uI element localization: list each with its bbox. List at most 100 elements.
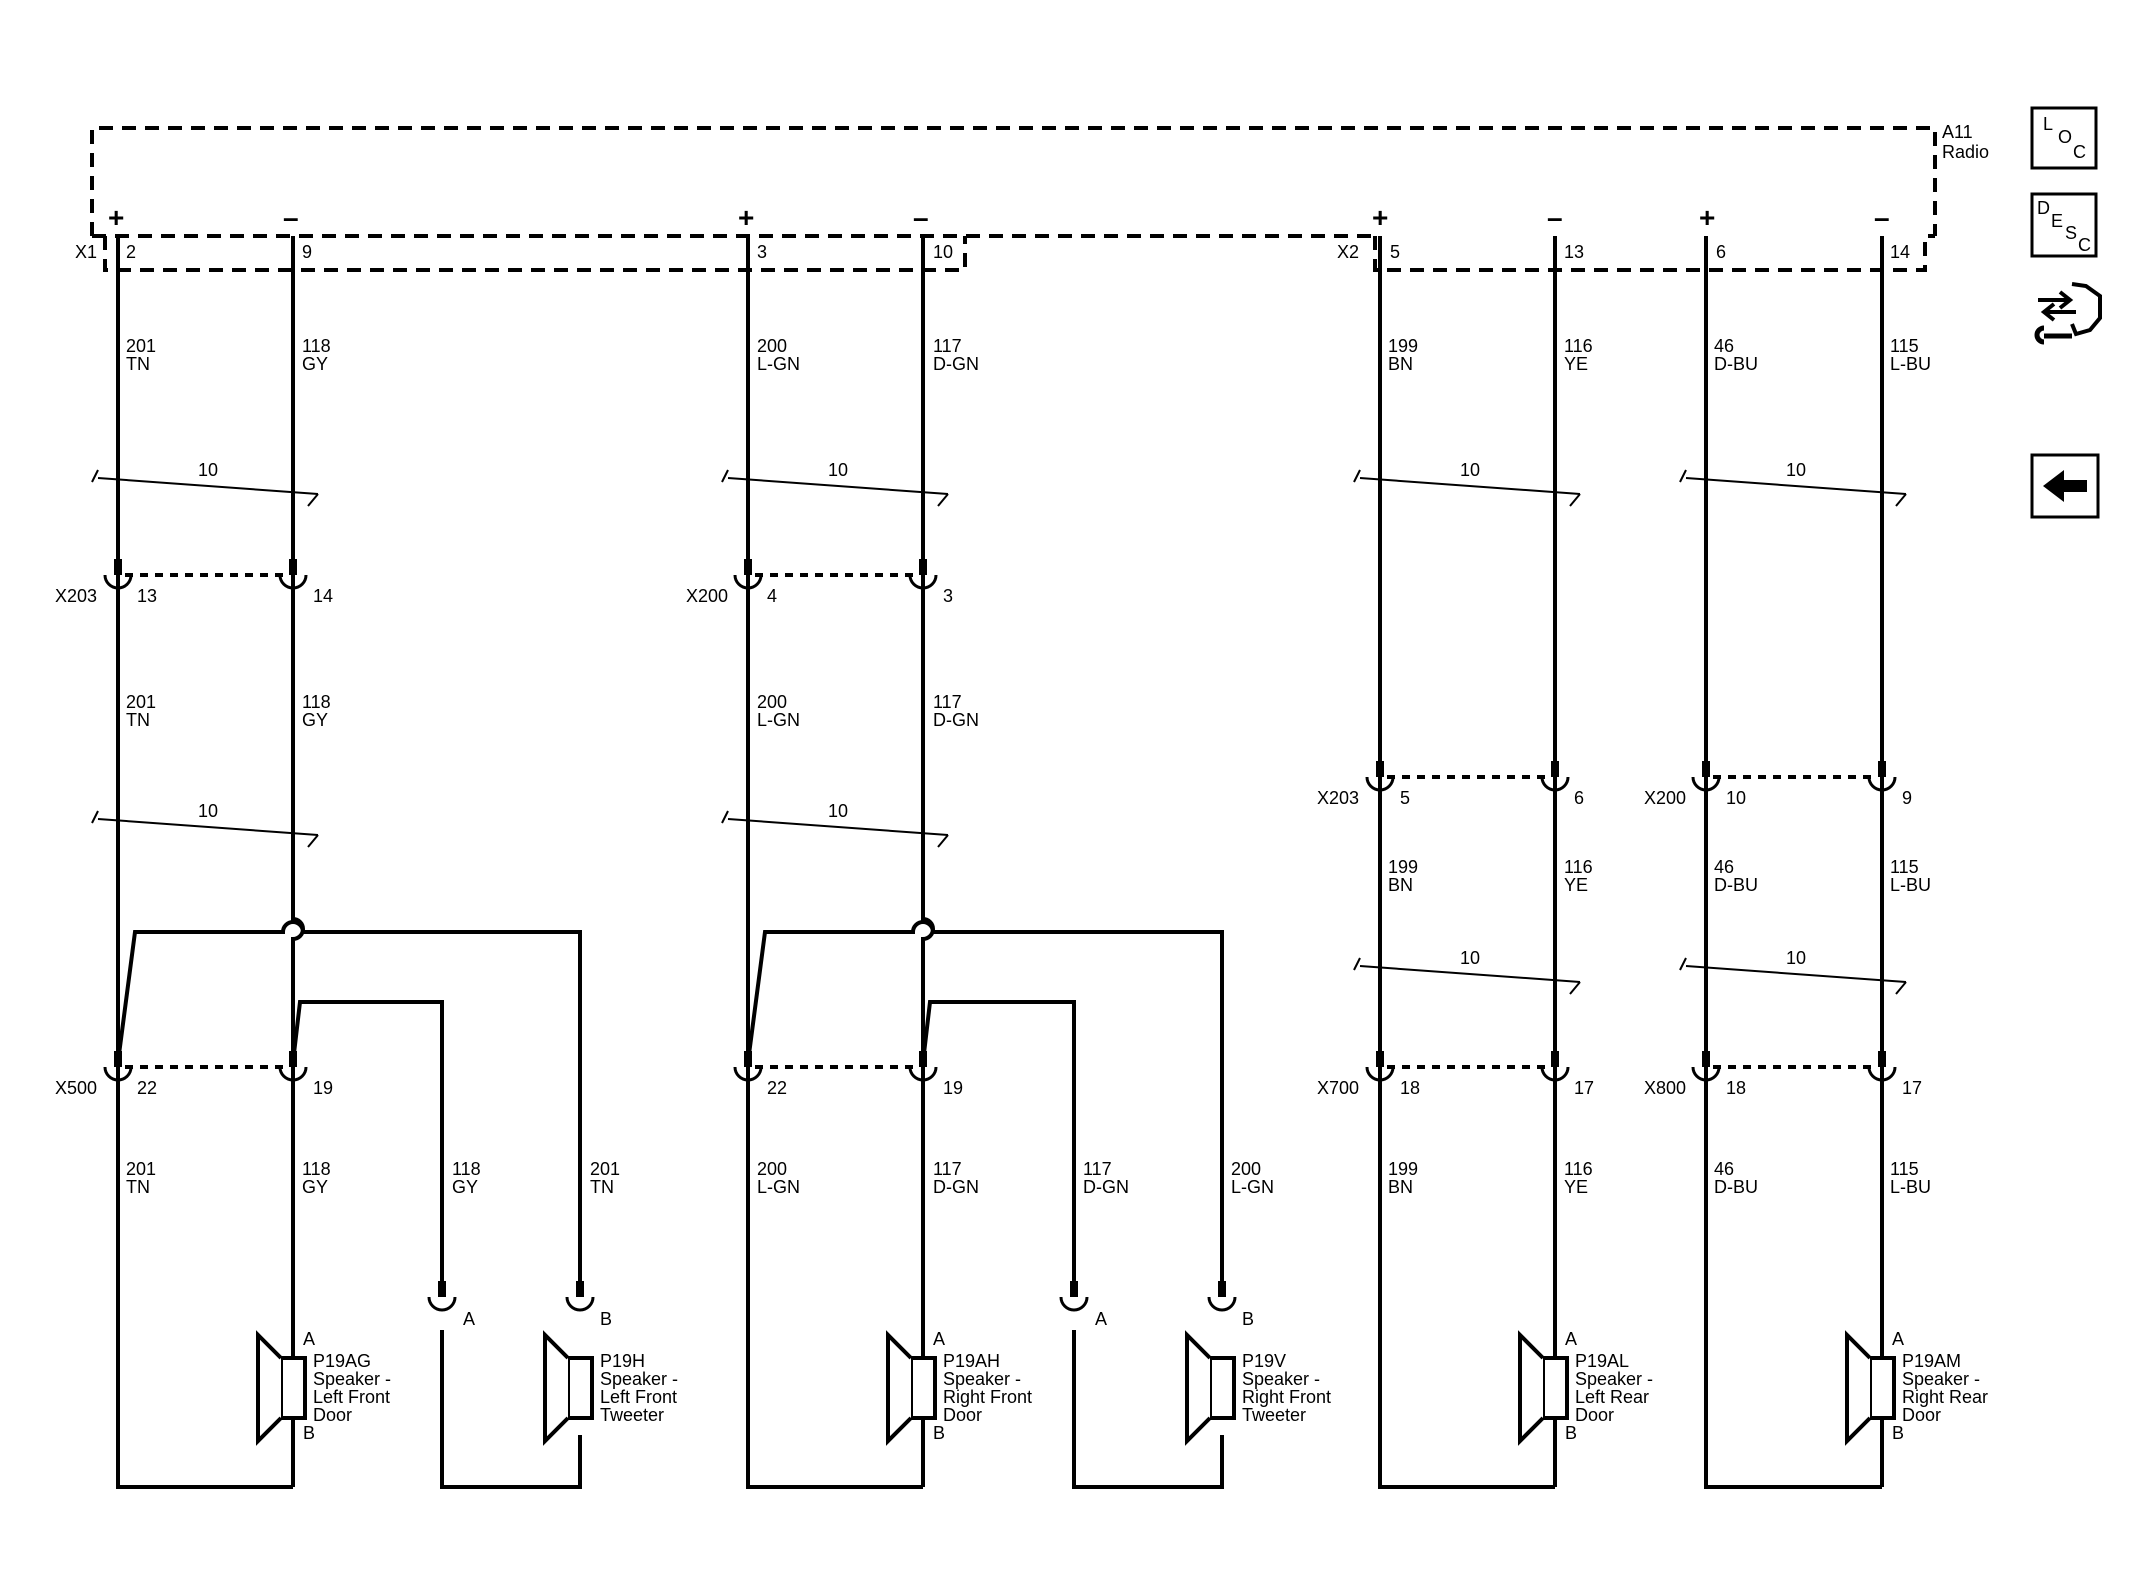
desc-button[interactable]: D E S C <box>2030 192 2098 258</box>
connector-terminal <box>427 1281 457 1312</box>
speaker-pin-b: B <box>1892 1423 1904 1443</box>
pin-label: 9 <box>302 242 312 262</box>
wire-color: D-GN <box>1083 1177 1129 1197</box>
speaker-id: P19V <box>1242 1351 1286 1371</box>
loc-letter-o: O <box>2058 127 2072 147</box>
wire-color: TN <box>126 354 150 374</box>
circuit-number: 201 <box>126 692 156 712</box>
speaker-desc: Door <box>313 1405 352 1425</box>
loc-letter-l: L <box>2043 114 2053 134</box>
speaker-id: P19AG <box>313 1351 371 1371</box>
pin-label: 18 <box>1726 1078 1746 1098</box>
speaker-desc: Left Rear <box>1575 1387 1649 1407</box>
wire-color: YE <box>1564 875 1588 895</box>
connector-x200: X200 <box>686 586 728 606</box>
speaker-pin-b: B <box>303 1423 315 1443</box>
circuit-number: 199 <box>1388 1159 1418 1179</box>
wire-117 <box>921 236 935 1487</box>
pin-label: 3 <box>943 586 953 606</box>
polarity-minus: – <box>1874 202 1890 233</box>
connector-terminal <box>1867 1051 1897 1082</box>
polarity-plus: + <box>738 202 754 233</box>
speaker-id: P19H <box>600 1351 645 1371</box>
twist-count: 10 <box>828 460 848 480</box>
connector-x203: X203 <box>55 586 97 606</box>
circuit-number: 115 <box>1890 857 1919 877</box>
desc-letter-e: E <box>2051 211 2063 231</box>
polarity-minus: – <box>283 202 299 233</box>
loc-button[interactable]: L O C <box>2030 106 2098 170</box>
connector-terminal <box>1540 1051 1570 1082</box>
wire-color: TN <box>590 1177 614 1197</box>
wire-color: D-GN <box>933 710 979 730</box>
connector-terminal <box>908 559 938 590</box>
wire-201 <box>116 236 293 1489</box>
radio-module: A11 Radio X1 X2 <box>75 122 1989 272</box>
circuit-number: 46 <box>1714 336 1734 356</box>
pin-label: 10 <box>933 242 953 262</box>
polarity-plus: + <box>1699 202 1715 233</box>
circuit-number: 118 <box>302 336 331 356</box>
connector-terminal <box>103 559 133 590</box>
speaker-desc: Speaker - <box>1575 1369 1653 1389</box>
wire-color: GY <box>302 354 328 374</box>
circuit-number: 116 <box>1564 336 1593 356</box>
pin-label: 3 <box>757 242 767 262</box>
speaker-pin-b: B <box>933 1423 945 1443</box>
twist-count: 10 <box>198 801 218 821</box>
wire-color: L-GN <box>757 710 800 730</box>
speaker-id: P19AL <box>1575 1351 1629 1371</box>
speaker-pin-b: B <box>1565 1423 1577 1443</box>
speaker-desc: Door <box>1902 1405 1941 1425</box>
circuit-number: 199 <box>1388 857 1418 877</box>
wire-46 <box>1704 236 1882 1489</box>
wire-199 <box>1378 236 1555 1489</box>
pin-label: 22 <box>137 1078 157 1098</box>
speaker-desc: Left Front <box>600 1387 677 1407</box>
wire-labels: 201 TN 118 GY 200 L-GN 117 D-GN 199 BN 1… <box>126 336 1931 1197</box>
wire-color: D-BU <box>1714 875 1758 895</box>
speaker-desc: Right Rear <box>1902 1387 1988 1407</box>
wire-color: D-BU <box>1714 354 1758 374</box>
connector-terminal <box>733 559 763 590</box>
pin-label: 22 <box>767 1078 787 1098</box>
wire-200 <box>746 236 923 1489</box>
wire-color: GY <box>302 710 328 730</box>
wire-color: TN <box>126 710 150 730</box>
polarity-plus: + <box>108 202 124 233</box>
speaker-icon <box>543 1330 594 1446</box>
connector-wrench-icon[interactable] <box>2034 282 2102 345</box>
connector-terminal <box>1365 761 1395 792</box>
twist-count: 10 <box>828 801 848 821</box>
pin-label: 19 <box>313 1078 333 1098</box>
pin-label: 5 <box>1400 788 1410 808</box>
speaker-desc: Tweeter <box>600 1405 664 1425</box>
speaker-desc: Speaker - <box>1242 1369 1320 1389</box>
speaker-id: P19AM <box>1902 1351 1961 1371</box>
connector-x500: X500 <box>55 1078 97 1098</box>
connector-terminal <box>1059 1281 1089 1312</box>
pin-label: 2 <box>126 242 136 262</box>
connector-symbols <box>103 559 1897 1312</box>
polarity-plus: + <box>1372 202 1388 233</box>
circuit-number: 201 <box>590 1159 620 1179</box>
polarity-minus: – <box>913 202 929 233</box>
desc-letter-s: S <box>2065 223 2077 243</box>
connector-x200: X200 <box>1644 788 1686 808</box>
connector-terminal <box>1207 1281 1237 1312</box>
speaker-desc: Right Front <box>943 1387 1032 1407</box>
wire-200-tweeter <box>746 920 1224 1297</box>
back-button[interactable] <box>2030 453 2100 519</box>
circuit-number: 201 <box>126 336 156 356</box>
speaker-icon <box>886 1330 937 1446</box>
wire-118-tweeter <box>291 1000 444 1297</box>
pin-label: 9 <box>1902 788 1912 808</box>
pin-label: 6 <box>1574 788 1584 808</box>
speaker-desc: Tweeter <box>1242 1405 1306 1425</box>
connector-terminal <box>1365 1051 1395 1082</box>
pin-label: 17 <box>1574 1078 1594 1098</box>
pin-label: 14 <box>1890 242 1910 262</box>
speaker-desc: Door <box>943 1405 982 1425</box>
